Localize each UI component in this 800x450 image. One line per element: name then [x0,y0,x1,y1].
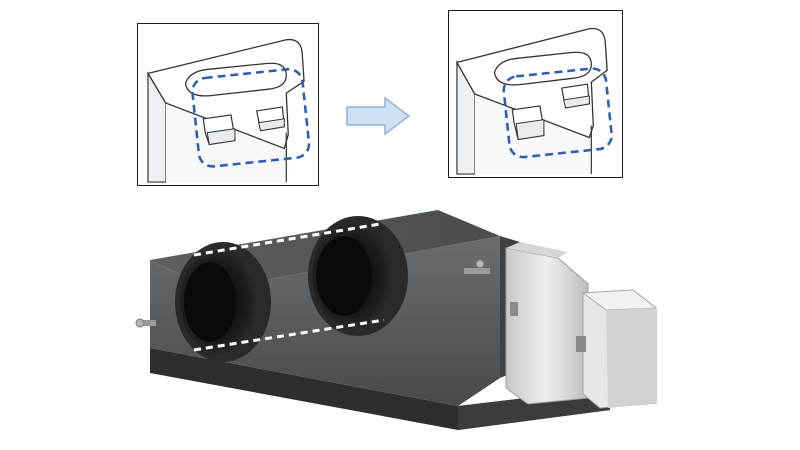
hanger-bracket-left [135,318,156,328]
hanger-bracket-right [464,259,490,274]
right-arrow-icon [346,96,411,136]
indicator-dashed-top [193,222,381,257]
bracket-after-drawing [455,27,613,175]
bracket-before-drawing [146,38,311,183]
panel-before-bracket [137,23,319,186]
latch [576,336,586,352]
highlight-dashed-region [502,67,613,159]
highlight-dashed-region [191,67,311,168]
ventilation-unit-illustration [135,210,658,430]
metal-side-panel [505,247,589,405]
panel-after-bracket [448,10,623,178]
indicator-dashed-bottom [193,318,385,352]
